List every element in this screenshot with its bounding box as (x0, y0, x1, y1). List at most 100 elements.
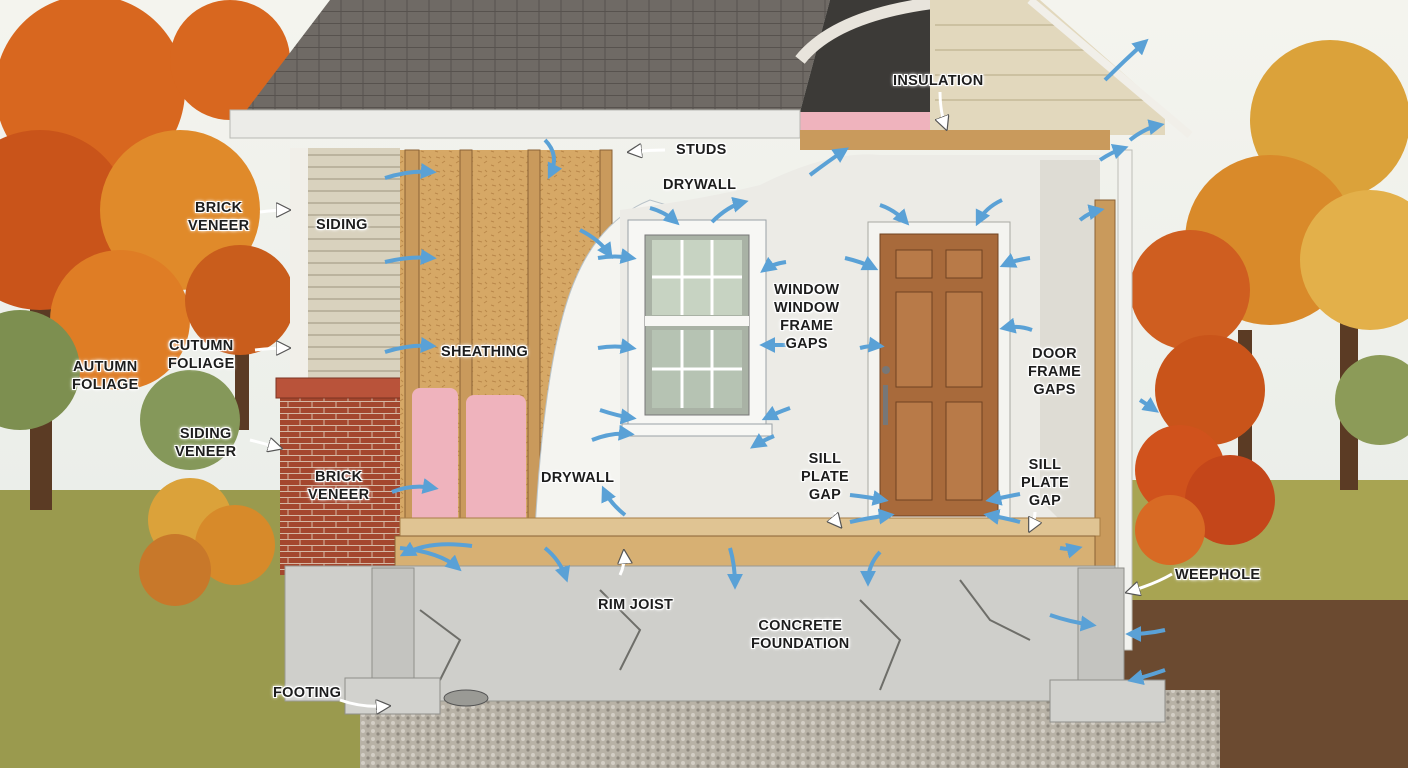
air-leak-arrow-icon (384, 337, 437, 354)
air-leak-arrow-icon (391, 478, 439, 494)
label-door-frame-gaps-line: DOOR (1032, 346, 1077, 362)
door (867, 221, 1011, 519)
autumn-tree-right (1130, 40, 1408, 490)
label-autumn-foliage: AUTUMN FOLIAGE (72, 358, 139, 394)
air-leak-arrow-icon (543, 546, 571, 583)
rim-joist (394, 535, 1096, 567)
label-siding: SIDING (316, 217, 368, 233)
brick-column (280, 380, 400, 575)
drywall-side-return (1040, 160, 1100, 520)
air-leak-arrow-icon (1125, 625, 1166, 642)
drain-grate (443, 689, 489, 707)
label-brick-veneer-mid-line: VENEER (308, 487, 370, 503)
air-leak-arrow-icon (1098, 143, 1129, 162)
pointer-arrow-icon (259, 210, 288, 212)
air-leak-arrow-icon (597, 338, 637, 354)
pointer-arrow-icon (620, 552, 624, 576)
air-leak-arrow-icon (597, 248, 637, 264)
bush-left (139, 478, 275, 606)
air-leak-arrow-icon (399, 546, 462, 572)
air-leak-arrow-icon (844, 255, 879, 271)
foundation-pier-right (1077, 567, 1125, 689)
pointer-arrow-icon (249, 440, 280, 448)
label-sill-plate-gap-left-line: PLATE (801, 469, 849, 485)
footing-right (1049, 679, 1166, 723)
air-leak-arrow-icon (808, 147, 849, 177)
wall-insulation-1 (412, 388, 458, 530)
air-leak-arrow-icon (849, 508, 895, 525)
label-siding-veneer-line: SIDING (179, 426, 232, 442)
pointer-arrow-icon (835, 511, 840, 526)
label-brick-veneer-mid-line: BRICK (315, 469, 363, 485)
air-leak-arrow-icon (879, 203, 910, 226)
attic-insulation (795, 112, 945, 132)
air-leak-arrow-icon (975, 198, 1003, 227)
label-studs: STUDS (676, 142, 727, 158)
air-leak-arrow-icon (599, 408, 637, 425)
air-leak-arrow-icon (1103, 38, 1149, 82)
pointer-arrow-icon (1128, 572, 1173, 592)
foundation-pier-left (371, 567, 415, 689)
air-leak-arrow-icon (859, 336, 885, 353)
air-leak-arrow-icon (1127, 668, 1166, 686)
label-concrete-foundation-line: FOUNDATION (751, 636, 850, 652)
air-leak-arrow-icon (601, 485, 627, 517)
label-autumn-foliage-line: AUTUMN (72, 359, 138, 375)
air-leak-arrow-icon (1059, 542, 1083, 559)
label-sill-plate-gap-left-line: GAP (808, 487, 842, 503)
air-leak-arrow-icon (860, 550, 882, 587)
label-sill-plate-gap-right-line: PLATE (1021, 475, 1069, 491)
pointer-arrow-icon (1030, 511, 1035, 530)
air-leak-arrow-icon (579, 228, 613, 259)
pointer-arrow-icon (940, 91, 946, 128)
air-leak-arrow-icon (750, 433, 775, 449)
air-leak-arrow-icon (399, 541, 473, 557)
air-leak-arrow-icon (1128, 119, 1165, 142)
pointer-arrow-icon (630, 150, 666, 152)
air-leak-arrow-icon (999, 317, 1033, 334)
subfloor (399, 517, 1101, 537)
label-window-frame-gaps-line: WINDOW (774, 300, 840, 316)
label-brick-veneer-mid: BRICK VENEER (308, 468, 369, 504)
label-drywall-mid: DRYWALL (541, 470, 615, 486)
air-leak-arrow-icon (983, 509, 1021, 525)
label-door-frame-gaps-line: GAPS (1033, 382, 1076, 398)
bush-right (1135, 425, 1275, 565)
roof (245, 0, 830, 112)
label-door-frame-gaps-line: FRAME (1028, 364, 1082, 380)
label-cutumn-foliage-line: CUTUMN (168, 338, 234, 354)
label-sill-plate-gap-right-line: GAP (1028, 493, 1062, 509)
air-leak-arrow-icon (985, 489, 1021, 506)
label-drywall-top: DRYWALL (663, 177, 737, 193)
air-leak-arrow-icon (543, 138, 563, 180)
air-leak-arrow-icon (1138, 396, 1159, 413)
label-concrete-foundation-line: CONCRETE (758, 618, 843, 634)
air-leak-arrow-icon (760, 256, 787, 273)
gable-trim (1027, 0, 1193, 139)
air-leak-arrow-icon (761, 405, 791, 421)
label-footing: FOOTING (273, 685, 342, 701)
wall-insulation-2 (466, 395, 526, 530)
air-leak-arrow-icon (384, 249, 437, 265)
label-sill-plate-gap-right: SILL PLATE GAP (1021, 456, 1069, 510)
foundation-cracks (419, 579, 1031, 691)
air-leak-arrow-icon (649, 206, 680, 226)
label-cutumn-foliage-line: FOLIAGE (168, 356, 235, 372)
label-concrete-foundation: CONCRETE FOUNDATION (751, 617, 850, 653)
air-leak-arrows (384, 38, 1166, 686)
label-insulation: INSULATION (893, 73, 984, 89)
label-autumn-foliage-line: FOLIAGE (72, 377, 139, 393)
autumn-tree-left (0, 0, 295, 510)
label-cutumn-foliage: CUTUMN FOLIAGE (168, 337, 235, 373)
pointer-arrow-icon (254, 348, 288, 350)
air-leak-arrow-icon (591, 424, 635, 442)
air-leak-arrow-icon (1049, 613, 1097, 632)
label-sheathing: SHEATHING (441, 344, 529, 360)
air-leak-arrow-icon (999, 253, 1031, 268)
label-sill-plate-gap-left-line: SILL (808, 451, 842, 467)
label-sill-plate-gap-right-line: SILL (1028, 457, 1062, 473)
air-leak-arrow-icon (726, 547, 743, 590)
label-brick-veneer-top-line: BRICK (195, 200, 243, 216)
